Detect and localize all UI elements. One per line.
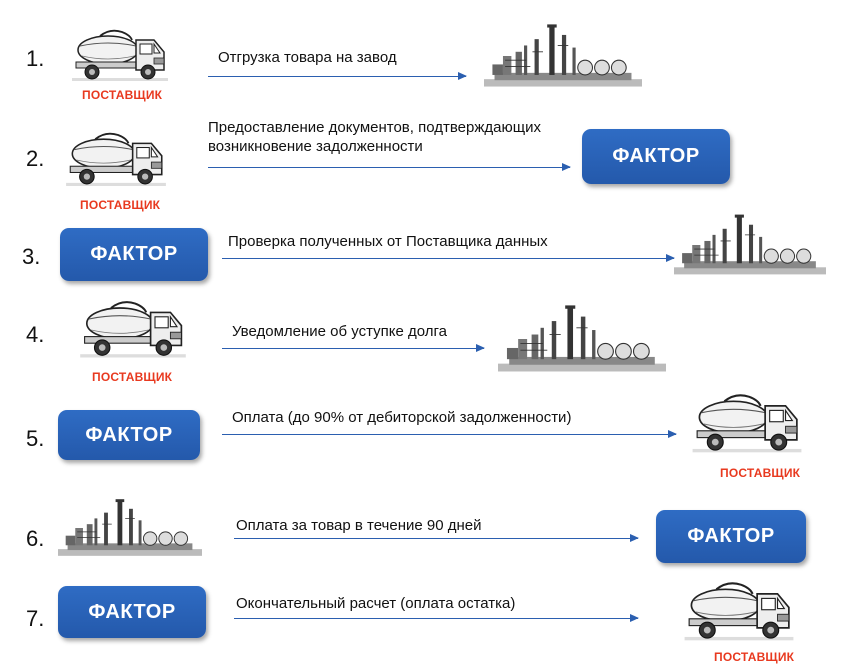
truck-icon	[674, 578, 804, 646]
flow-arrow	[222, 254, 675, 262]
factory-icon	[58, 488, 202, 568]
step-number-7: 7.	[26, 606, 45, 631]
flow-arrow	[222, 344, 485, 352]
supplier-label: ПОСТАВЩИК	[720, 466, 801, 480]
step-number-6: 6.	[26, 526, 45, 551]
flow-arrow	[208, 163, 571, 171]
step-text-2: Предоставление документов, подтверждающи…	[208, 119, 541, 155]
flow-arrow	[234, 614, 639, 622]
factor-box: ФАКТОР	[60, 228, 208, 281]
step-text-1: Отгрузка товара на завод	[218, 49, 397, 66]
factory-icon	[674, 200, 826, 290]
flow-arrow	[222, 430, 677, 438]
step-number-3: 3.	[22, 244, 41, 269]
step-number-5: 5.	[26, 426, 45, 451]
truck-icon	[78, 296, 188, 364]
supplier-label: ПОСТАВЩИК	[714, 650, 795, 664]
factor-box: ФАКТОР	[58, 410, 200, 460]
factor-box: ФАКТОР	[582, 129, 730, 184]
step-text-3: Проверка полученных от Поставщика данных	[228, 233, 548, 250]
supplier-label: ПОСТАВЩИК	[80, 198, 161, 212]
factor-box: ФАКТОР	[58, 586, 206, 638]
step-number-4: 4.	[26, 322, 45, 347]
supplier-label: ПОСТАВЩИК	[82, 88, 163, 102]
truck-icon	[70, 26, 170, 86]
factory-icon	[498, 296, 666, 382]
supplier-label: ПОСТАВЩИК	[92, 370, 173, 384]
step-text-4: Уведомление об уступке долга	[232, 323, 448, 340]
flow-arrow	[208, 72, 467, 80]
factor-box: ФАКТОР	[656, 510, 806, 563]
factory-icon	[484, 12, 642, 100]
step-number-1: 1.	[26, 46, 45, 71]
step-text-7: Окончательный расчет (оплата остатка)	[236, 595, 516, 612]
step-text-6: Оплата за товар в течение 90 дней	[236, 517, 482, 534]
truck-icon	[686, 390, 808, 458]
step-text-5: Оплата (до 90% от дебиторской задолженно…	[232, 409, 572, 426]
truck-icon	[64, 128, 168, 192]
step-number-2: 2.	[26, 146, 45, 171]
flow-arrow	[234, 534, 639, 542]
